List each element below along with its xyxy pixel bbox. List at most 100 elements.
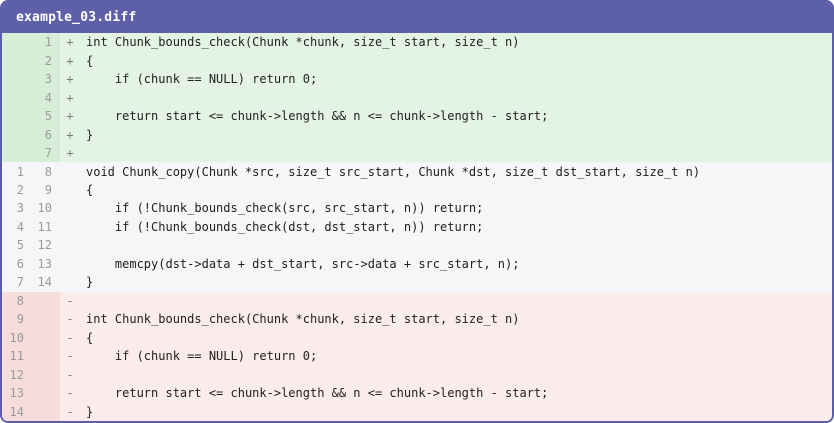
new-line-number: 7: [26, 143, 60, 163]
code-line: if (chunk == NULL) return 0;: [86, 72, 318, 87]
diff-marker: -: [66, 404, 74, 419]
diff-marker: [60, 255, 80, 273]
old-line-number: 11: [2, 346, 26, 366]
file-name-title: example_03.diff: [16, 10, 137, 25]
old-line-number: 9: [2, 310, 26, 329]
code-line: }: [86, 127, 94, 142]
old-line-number: [2, 51, 26, 70]
diff-marker: -: [66, 293, 74, 308]
diff-row: 1 + int Chunk_bounds_check(Chunk *chunk,…: [2, 33, 832, 52]
code-line: if (!Chunk_bounds_check(dst, dst_start, …: [86, 219, 484, 234]
new-line-number: 12: [37, 238, 52, 253]
diff-marker: +: [66, 53, 74, 68]
diff-row: 11 - if (chunk == NULL) return 0;: [2, 346, 832, 366]
old-line-number: 4: [16, 219, 24, 234]
diff-row: 4 +: [2, 88, 832, 107]
diff-row: 7 14 }: [2, 273, 832, 292]
old-line-number: [2, 143, 26, 163]
new-line-number: [26, 383, 60, 403]
code-line: [80, 292, 832, 310]
old-line-number: 8: [2, 291, 26, 311]
old-line-number: 6: [16, 256, 24, 271]
new-line-number: 10: [37, 201, 52, 216]
code-line: }: [86, 404, 94, 419]
code-line: return start <= chunk->length && n <= ch…: [86, 386, 549, 401]
old-line-number: [2, 106, 26, 126]
diff-row: 3 10 if (!Chunk_bounds_check(src, src_st…: [2, 199, 832, 218]
diff-marker: +: [66, 72, 74, 87]
code-line: {: [86, 53, 94, 68]
code-line: memcpy(dst->data + dst_start, src->data …: [86, 256, 520, 271]
code-line: }: [86, 275, 94, 290]
code-line: {: [86, 182, 94, 197]
diff-row: 8 -: [2, 291, 832, 311]
code-line: int Chunk_bounds_check(Chunk *chunk, siz…: [86, 312, 520, 327]
old-line-number: 3: [16, 201, 24, 216]
diff-marker: [60, 236, 80, 254]
diff-body: 1 + int Chunk_bounds_check(Chunk *chunk,…: [2, 33, 832, 421]
old-line-number: [2, 125, 26, 144]
diff-row: 1 8 void Chunk_copy(Chunk *src, size_t s…: [2, 162, 832, 181]
old-line-number: 1: [16, 164, 24, 179]
diff-row: 5 12: [2, 236, 832, 255]
new-line-number: [26, 310, 60, 329]
file-header-bar: example_03.diff: [2, 2, 832, 33]
new-line-number: 4: [26, 88, 60, 107]
diff-row: 10 - {: [2, 328, 832, 347]
old-line-number: 12: [2, 365, 26, 384]
diff-marker: +: [66, 90, 74, 105]
new-line-number: 11: [37, 219, 52, 234]
code-line: return start <= chunk->length && n <= ch…: [86, 109, 549, 124]
diff-marker: -: [66, 330, 74, 345]
new-line-number: [26, 291, 60, 311]
diff-marker: [60, 273, 80, 291]
diff-marker: [60, 162, 80, 180]
new-line-number: 3: [26, 69, 60, 89]
diff-row: 4 11 if (!Chunk_bounds_check(dst, dst_st…: [2, 217, 832, 237]
diff-marker: -: [66, 367, 74, 382]
new-line-number: [26, 346, 60, 366]
diff-marker: +: [66, 127, 74, 142]
new-line-number: 14: [37, 275, 52, 290]
diff-row: 6 13 memcpy(dst->data + dst_start, src->…: [2, 254, 832, 274]
code-line: [80, 144, 832, 162]
diff-marker: [60, 199, 80, 217]
diff-marker: +: [66, 35, 74, 50]
old-line-number: 14: [2, 402, 26, 421]
new-line-number: 2: [26, 51, 60, 70]
old-line-number: 13: [2, 383, 26, 403]
old-line-number: [2, 33, 26, 52]
new-line-number: 8: [44, 164, 52, 179]
diff-row: 5 + return start <= chunk->length && n <…: [2, 106, 832, 126]
diff-marker: +: [66, 109, 74, 124]
diff-row: 2 9 {: [2, 180, 832, 200]
diff-marker: [60, 218, 80, 236]
code-line: if (chunk == NULL) return 0;: [86, 349, 318, 364]
diff-marker: +: [66, 146, 74, 161]
new-line-number: 13: [37, 256, 52, 271]
diff-row: 13 - return start <= chunk->length && n …: [2, 383, 832, 403]
old-line-number: 10: [2, 328, 26, 347]
diff-row: 2 + {: [2, 51, 832, 70]
code-line: int Chunk_bounds_check(Chunk *chunk, siz…: [86, 35, 520, 50]
new-line-number: 6: [26, 125, 60, 144]
old-line-number: [2, 69, 26, 89]
diff-row: 7 +: [2, 143, 832, 163]
diff-marker: -: [66, 386, 74, 401]
new-line-number: 1: [26, 33, 60, 52]
old-line-number: 2: [16, 182, 24, 197]
code-line: [80, 365, 832, 383]
diff-row: 9 - int Chunk_bounds_check(Chunk *chunk,…: [2, 310, 832, 329]
code-line: void Chunk_copy(Chunk *src, size_t src_s…: [86, 164, 701, 179]
old-line-number: 5: [16, 238, 24, 253]
code-line: if (!Chunk_bounds_check(src, src_start, …: [86, 201, 484, 216]
new-line-number: [26, 365, 60, 384]
new-line-number: [26, 328, 60, 347]
diff-marker: [60, 181, 80, 199]
new-line-number: [26, 402, 60, 421]
diff-row: 6 + }: [2, 125, 832, 144]
new-line-number: 5: [26, 106, 60, 126]
diff-marker: -: [66, 312, 74, 327]
diff-row: 12 -: [2, 365, 832, 384]
